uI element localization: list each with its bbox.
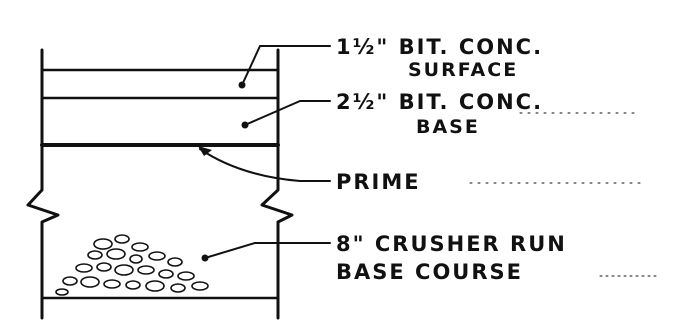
label-base-line2: BASE [416, 116, 480, 138]
label-course-line1: 8" CRUSHER RUN [336, 232, 567, 256]
label-course-line2: BASE COURSE [336, 260, 523, 284]
label-surface-line2: SURFACE [408, 59, 519, 81]
leader-crusher-run [204, 242, 331, 259]
section-right-wall [260, 48, 294, 320]
aggregate-pebbles [55, 234, 209, 296]
section-left-wall [26, 48, 60, 320]
leader-arrow-prime [198, 146, 212, 156]
leader-base [244, 100, 331, 126]
leader-dot-surface [238, 81, 246, 89]
leader-dot-base [241, 121, 249, 129]
leader-surface [241, 45, 331, 86]
leader-prime [199, 148, 331, 182]
leader-dot-crusher-run [201, 254, 209, 262]
label-base-line1: 2½" BIT. CONC. [336, 90, 544, 114]
label-surface-line1: 1½" BIT. CONC. [336, 35, 544, 59]
label-prime: PRIME [336, 170, 421, 194]
